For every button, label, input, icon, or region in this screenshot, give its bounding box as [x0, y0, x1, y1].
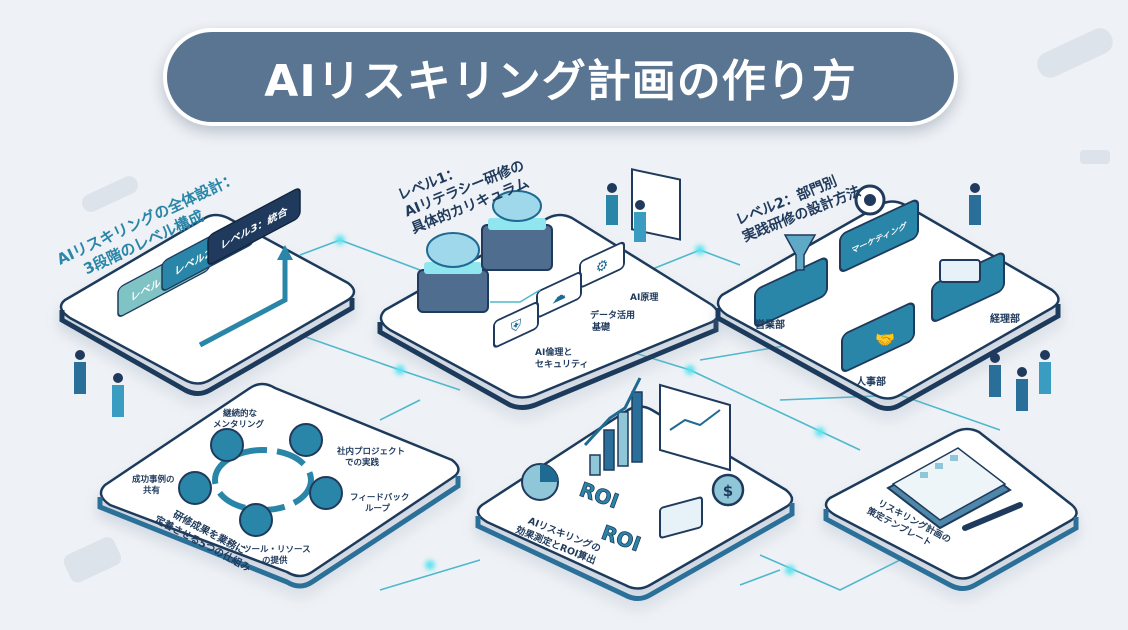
- up-arrow: [198, 255, 288, 348]
- page-title: AIリスキリング計画の作り方: [264, 56, 857, 107]
- server-icon: [417, 269, 489, 313]
- svg-text:メンタリング: メンタリング: [213, 419, 265, 430]
- svg-text:セキュリティ: セキュリティ: [535, 359, 588, 370]
- svg-text:継続的な: 継続的な: [223, 408, 258, 419]
- level-block-3: [207, 188, 301, 265]
- connector-bottom: [739, 569, 781, 586]
- page-title-banner: AIリスキリング計画の作り方: [163, 28, 958, 126]
- funnel-icon: [783, 234, 817, 271]
- trend-arrow: [583, 377, 642, 447]
- hr-tile: [841, 302, 915, 372]
- success-share-icon: [178, 471, 212, 505]
- svg-text:社内プロジェクト: 社内プロジェクト: [336, 446, 405, 457]
- shield-icon-tile: [493, 301, 539, 348]
- project-icon: [289, 423, 323, 457]
- svg-text:データ活用: データ活用: [590, 309, 635, 321]
- svg-text:AI原理: AI原理: [630, 292, 658, 303]
- level1-items: AI原理 データ活用 基礎 AI倫理と セキュリティ: [535, 292, 658, 370]
- clipboard-illustration: [886, 447, 1023, 531]
- svg-text:フィードバック: フィードバック: [350, 492, 409, 503]
- department-tiles: マーケティング 🤝: [754, 184, 1005, 372]
- connector-cycle-roi: [379, 559, 481, 591]
- panel-cycle: [97, 382, 461, 589]
- cycle-diagram: [178, 423, 343, 537]
- handshake-icon: 🤝: [875, 330, 895, 349]
- svg-text:経理部: 経理部: [990, 312, 1020, 325]
- pen-icon: [962, 502, 1023, 531]
- gear-icon: ⚙: [596, 255, 609, 277]
- svg-text:AI倫理と: AI倫理と: [535, 346, 572, 358]
- glow-nodes: [335, 235, 825, 575]
- connector-cycle-arrow: [379, 399, 421, 421]
- roi-illustration: ROI ROI $: [521, 377, 745, 557]
- svg-text:での実践: での実践: [345, 457, 380, 468]
- svg-text:の提供: の提供: [262, 555, 288, 566]
- people-figures: [74, 183, 1051, 417]
- level2-departments: 営業部 人事部 経理部: [755, 312, 1020, 388]
- marketing-tile: [839, 199, 919, 272]
- calculator-icon: [659, 496, 703, 539]
- server-icon: [481, 224, 553, 271]
- svg-text:基礎: 基礎: [591, 321, 611, 333]
- connector-level1-level2: [649, 249, 741, 271]
- dollar-symbol: $: [723, 482, 733, 500]
- connector-roi-template: [759, 554, 901, 591]
- brain-server-icons: ⚙ ☁ ⛨: [417, 190, 625, 348]
- feedback-icon: [309, 476, 343, 510]
- brain-icon: [426, 232, 480, 268]
- background-tiles: [63, 28, 1113, 583]
- calculator-icon: [939, 259, 981, 283]
- presenters-illustration: [606, 168, 681, 242]
- brain-icon: [492, 190, 542, 222]
- bar-chart-icon: [589, 454, 601, 476]
- svg-text:成功事例の: 成功事例の: [132, 474, 175, 485]
- dashboard-screen-icon: [659, 383, 731, 472]
- svg-text:営業部: 営業部: [755, 318, 785, 331]
- coin-icon: [711, 473, 745, 507]
- connector-right: [779, 394, 1001, 431]
- cloud-icon: ☁: [552, 285, 566, 308]
- svg-text:ループ: ループ: [365, 503, 390, 514]
- shield-icon: ⛨: [511, 316, 522, 337]
- svg-text:ツール・リソース: ツール・リソース: [243, 545, 311, 555]
- svg-text:人事部: 人事部: [856, 375, 886, 388]
- mentoring-icon: [210, 428, 244, 462]
- tools-icon: [239, 503, 273, 537]
- sales-tile: [754, 257, 828, 327]
- svg-text:共有: 共有: [143, 485, 161, 496]
